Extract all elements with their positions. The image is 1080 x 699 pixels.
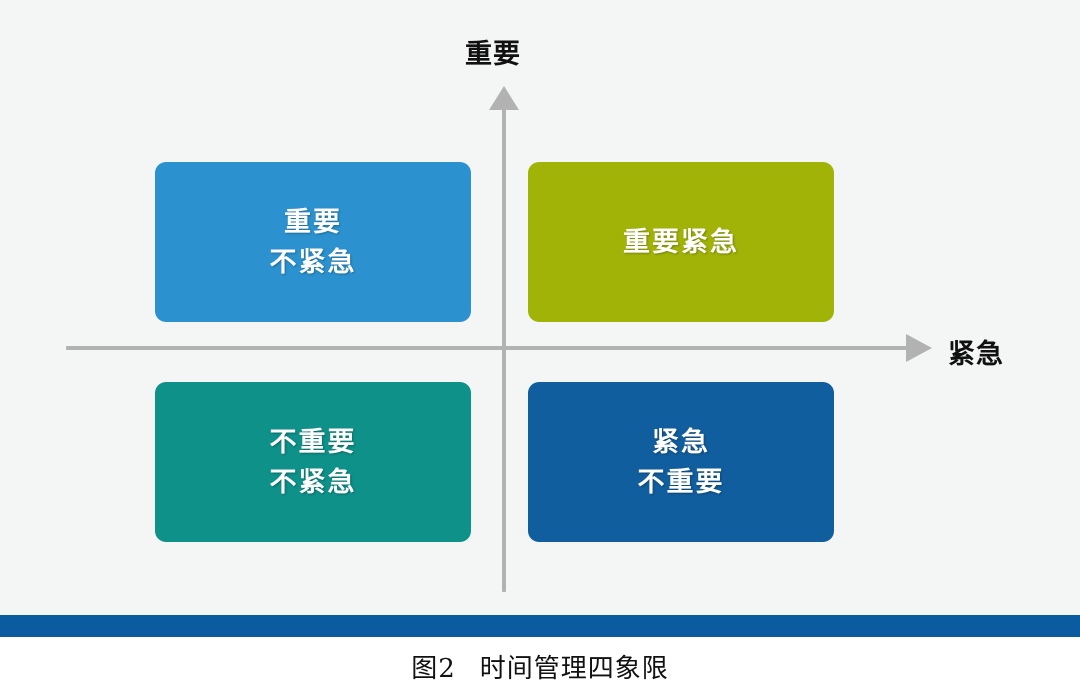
x-axis-line [66, 346, 914, 350]
quadrant-not-important-not-urgent[interactable]: 不重要 不紧急 [155, 382, 480, 544]
x-axis-label: 紧急 [948, 339, 1004, 369]
x-axis-arrow-icon [906, 334, 932, 362]
quadrant-3d-edge [466, 386, 480, 544]
y-axis-label: 重要 [465, 39, 521, 69]
quadrant-label-line1: 重要 [284, 207, 342, 237]
quadrant-3d-edge [466, 166, 480, 324]
quadrant-important-urgent[interactable]: 重要紧急 [528, 162, 843, 324]
quadrant-urgent-not-important[interactable]: 紧急 不重要 [528, 382, 843, 544]
quadrant-label-line1: 不重要 [269, 427, 357, 457]
quadrant-label-line1: 紧急 [652, 427, 710, 457]
figure-caption: 图2 时间管理四象限 [0, 648, 1080, 685]
figure-caption-number: 图2 [411, 654, 456, 684]
quadrant-label-line1: 重要紧急 [623, 227, 739, 257]
accent-divider-bar [0, 615, 1080, 637]
figure-canvas: 重要 紧急 重要 不紧急 重要紧急 不重要 不紧急 紧急 不重要 [0, 0, 1080, 615]
quadrant-label-line2: 不紧急 [269, 247, 357, 277]
quadrant-important-not-urgent[interactable]: 重要 不紧急 [155, 162, 480, 324]
quadrant-label-line2: 不紧急 [269, 467, 357, 497]
quadrant-3d-edge [829, 386, 843, 544]
quadrant-3d-edge [829, 166, 843, 324]
quadrant-label-line2: 不重要 [637, 467, 725, 497]
figure-caption-title: 时间管理四象限 [479, 654, 669, 684]
